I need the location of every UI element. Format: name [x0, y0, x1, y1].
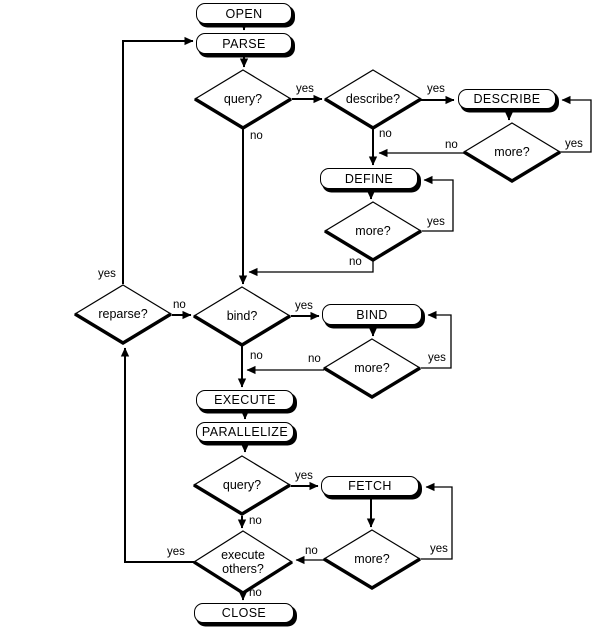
edge-more2-no-merge — [248, 261, 374, 277]
decision-label-describe: describe? — [345, 92, 401, 106]
edge-label-more1-yes: yes — [565, 138, 583, 150]
edge-label-describe-no: no — [379, 128, 392, 140]
edge-more1-yes-loop — [560, 95, 592, 153]
decision-label-query-2: query? — [222, 478, 262, 492]
process-parallelize: PARALLELIZE — [196, 422, 294, 442]
process-define: DEFINE — [320, 168, 418, 189]
edge-label-reparse-no: no — [173, 299, 186, 311]
process-bind: BIND — [322, 304, 422, 325]
decision-label-more-describe: more? — [494, 145, 530, 159]
edge-more4-yes-loop — [421, 482, 453, 560]
decision-more-define — [323, 201, 423, 262]
decision-reparse — [73, 284, 173, 345]
edge-label-describe-yes: yes — [427, 83, 445, 95]
decision-describe — [323, 69, 423, 130]
decision-label-query-1: query? — [223, 92, 263, 106]
edge-label-bind-yes: yes — [295, 300, 313, 312]
decision-label-execute-others: execute others? — [221, 548, 265, 576]
edge-label-query1-yes: yes — [296, 83, 314, 95]
edge-label-query2-no: no — [249, 515, 262, 527]
edge-more2-yes-loop — [422, 175, 454, 232]
edge-more3-yes-loop — [421, 310, 452, 369]
edge-label-execothers-no: no — [249, 587, 262, 599]
decision-label-reparse: reparse? — [98, 307, 148, 321]
edge-reparse-yes-parse — [122, 36, 194, 284]
decision-label-more-bind: more? — [354, 361, 390, 375]
decision-execute-others — [192, 530, 294, 596]
edge-label-more2-no: no — [349, 256, 362, 268]
decision-more-fetch — [322, 529, 422, 590]
decision-query-2 — [192, 455, 292, 516]
edge-label-more2-yes: yes — [427, 216, 445, 228]
decision-more-bind — [322, 338, 422, 399]
process-open: OPEN — [196, 3, 292, 24]
process-close: CLOSE — [194, 603, 294, 623]
decision-bind — [192, 286, 292, 347]
edge-label-query1-no: no — [250, 130, 263, 142]
edge-label-more1-no: no — [445, 139, 458, 151]
process-parse: PARSE — [196, 33, 292, 54]
process-execute: EXECUTE — [196, 390, 294, 410]
process-describe: DESCRIBE — [458, 89, 556, 109]
decision-label-more-fetch: more? — [354, 552, 390, 566]
edge-label-query2-yes: yes — [295, 470, 313, 482]
edge-label-more3-no: no — [308, 353, 321, 365]
edge-label-more4-no: no — [305, 545, 318, 557]
edge-label-execothers-yes: yes — [167, 546, 185, 558]
decision-label-bind: bind? — [226, 309, 258, 323]
edge-label-bind-no: no — [250, 350, 263, 362]
process-fetch: FETCH — [321, 476, 419, 496]
edge-execothers-yes-reparse — [120, 347, 194, 563]
edge-label-more4-yes: yes — [430, 543, 448, 555]
edge-label-more3-yes: yes — [428, 352, 446, 364]
decision-label-more-define: more? — [355, 224, 391, 238]
edge-label-reparse-yes: yes — [98, 268, 116, 280]
decision-query-1 — [193, 69, 293, 130]
decision-more-describe — [462, 122, 562, 183]
